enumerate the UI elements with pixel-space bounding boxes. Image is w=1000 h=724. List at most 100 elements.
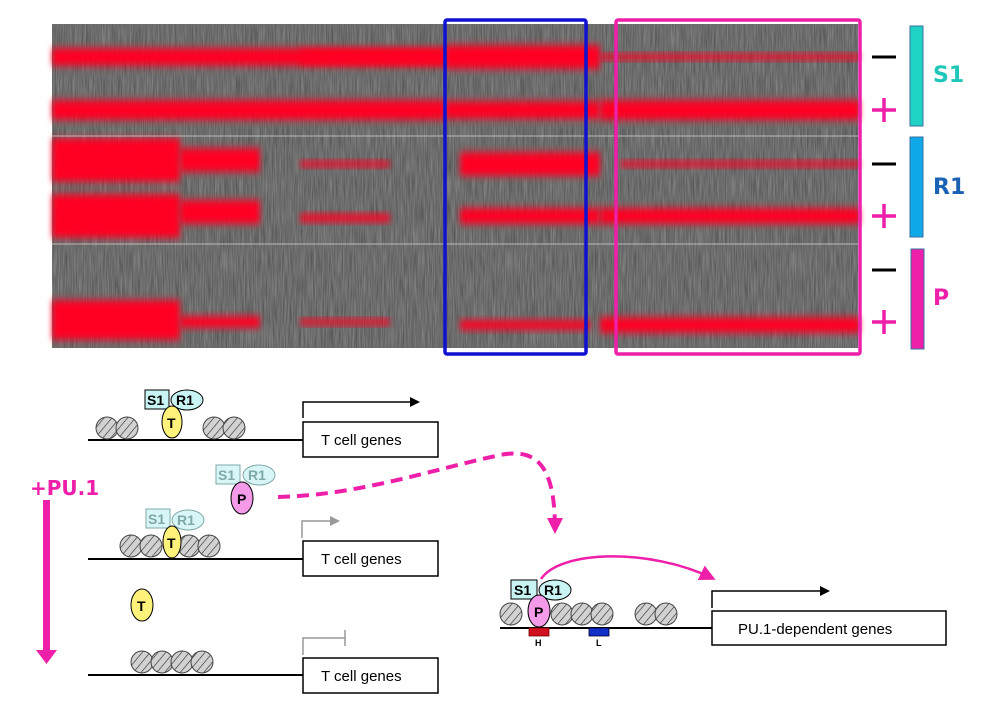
active-transcription-arrow xyxy=(302,397,420,418)
heatmap xyxy=(52,24,860,348)
t-factor-free-label: T xyxy=(137,598,146,614)
group-bar-p xyxy=(910,248,925,350)
state-3-silenced: T cell genes xyxy=(88,630,439,694)
state-2-reduced: S1 R1 T T cell genes xyxy=(88,508,439,577)
signal-band xyxy=(620,161,860,167)
highlight-box-blue xyxy=(443,18,588,356)
row-group-legend: S1 R1 P xyxy=(909,25,965,350)
r1-factor-faded xyxy=(171,509,205,531)
site-h xyxy=(528,627,550,637)
signal-band xyxy=(180,148,260,172)
site-h-label: H xyxy=(535,638,542,648)
t-factor xyxy=(161,405,183,439)
nucleosome-group xyxy=(499,602,678,626)
pu1-dependent-state: H L S1 R1 P PU.1-dependent genes xyxy=(499,555,947,648)
nucleosome xyxy=(590,602,614,626)
t-cell-genes-label-2: T cell genes xyxy=(321,551,402,568)
s1-factor-box xyxy=(510,579,538,600)
group-bar-s1 xyxy=(909,25,924,127)
redistribution-dashed-arrow xyxy=(277,451,563,534)
signal-band xyxy=(300,214,390,222)
pu1-time-arrow xyxy=(36,500,57,664)
signal-band xyxy=(52,138,180,182)
s1-factor-label: S1 xyxy=(514,582,531,598)
signal-band xyxy=(460,152,600,176)
nucleosome xyxy=(170,650,194,674)
nucleosome xyxy=(139,534,163,558)
r1-factor-faded xyxy=(242,464,276,486)
nucleosome xyxy=(197,534,221,558)
nucleosome-group xyxy=(130,650,214,674)
pu1-complex-free: S1 R1 P xyxy=(215,464,276,515)
t-factor xyxy=(162,525,182,559)
signal-band xyxy=(600,100,860,120)
nucleosome xyxy=(570,602,594,626)
heatmap-signal-bands xyxy=(52,45,860,340)
signal-band xyxy=(460,320,590,330)
blocked-transcription-symbol xyxy=(302,637,345,655)
s1-factor-box-faded xyxy=(215,464,241,485)
r1-factor xyxy=(170,389,204,411)
signal-band xyxy=(52,300,180,340)
nucleosome xyxy=(634,602,658,626)
r1-factor xyxy=(538,579,572,601)
state-1-active: S1 R1 T T cell genes xyxy=(88,389,439,458)
site-l xyxy=(588,627,610,637)
t-cell-genes-label-3: T cell genes xyxy=(321,668,402,685)
nucleosome xyxy=(654,602,678,626)
t-cell-genes-box-2 xyxy=(302,540,439,577)
t-factor-label: T xyxy=(167,415,176,431)
nucleosome xyxy=(130,650,154,674)
nucleosome xyxy=(550,602,574,626)
pu1-dependent-genes-box xyxy=(711,610,947,646)
nucleosome xyxy=(190,650,214,674)
signal-band xyxy=(460,208,600,224)
signal-band xyxy=(300,319,390,325)
heatmap-row-dividers xyxy=(52,135,858,245)
activation-arrow xyxy=(539,555,716,580)
p-factor-label: P xyxy=(534,604,543,620)
nucleosome xyxy=(150,650,174,674)
signal-band xyxy=(300,161,390,167)
pu1-dependent-genes-label: PU.1-dependent genes xyxy=(738,621,892,638)
signal-band xyxy=(445,101,600,119)
r1-factor-label-faded: R1 xyxy=(248,467,266,483)
active-transcription-arrow xyxy=(711,586,830,608)
s1-factor-label-faded: S1 xyxy=(218,467,235,483)
p-factor xyxy=(230,481,254,515)
nucleosome-group xyxy=(119,534,221,558)
signal-band xyxy=(600,208,860,224)
plus-marker-r1 xyxy=(872,204,896,228)
condition-markers xyxy=(872,55,896,334)
r1-factor-label: R1 xyxy=(544,582,562,598)
r1-factor-label: R1 xyxy=(176,392,194,408)
nucleosome xyxy=(95,416,119,440)
p-factor-label: P xyxy=(237,491,246,507)
group-bar-r1 xyxy=(909,136,924,238)
nucleosome xyxy=(202,416,226,440)
t-factor-label: T xyxy=(167,535,176,551)
signal-band xyxy=(445,45,600,69)
p-factor xyxy=(527,594,551,628)
group-label-r1: R1 xyxy=(933,175,965,200)
signal-band xyxy=(180,316,260,328)
heatmap-texture xyxy=(52,24,858,348)
signal-band xyxy=(52,100,445,120)
nucleosome xyxy=(222,416,246,440)
nucleosome xyxy=(177,534,201,558)
site-l-label: L xyxy=(596,638,602,648)
signal-band xyxy=(52,194,180,238)
s1-factor-label-faded: S1 xyxy=(148,511,165,527)
signal-band xyxy=(300,50,445,64)
s1-factor-box-faded xyxy=(145,508,171,529)
signal-band xyxy=(600,54,860,60)
group-label-p: P xyxy=(933,286,949,311)
nucleosome xyxy=(499,602,523,626)
s1-factor-label: S1 xyxy=(147,392,164,408)
plus-marker-p xyxy=(872,310,896,334)
nucleosome xyxy=(119,534,143,558)
r1-factor-label-faded: R1 xyxy=(177,512,195,528)
highlight-box-magenta xyxy=(614,18,862,356)
reduced-transcription-arrow xyxy=(301,516,340,538)
